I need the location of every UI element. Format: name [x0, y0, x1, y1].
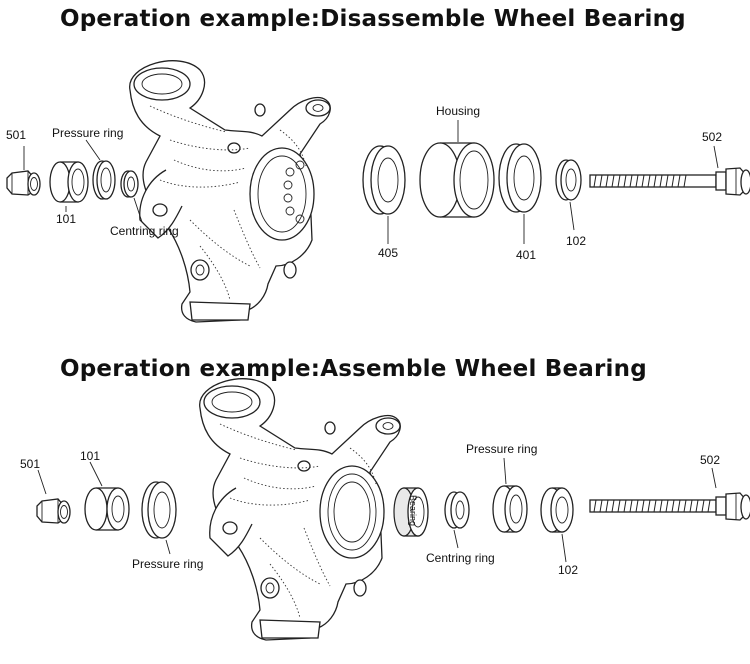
label-502-bottom: 502	[700, 453, 721, 467]
steering-knuckle-top	[129, 60, 331, 323]
label-centring-ring-bottom: Centring ring	[426, 551, 495, 565]
part-502-bolt-bottom	[589, 492, 750, 521]
part-501-nut	[6, 170, 41, 196]
label-405: 405	[378, 246, 399, 260]
label-pressure-ring-bottom-right: Pressure ring	[466, 442, 538, 456]
part-pressure-ring-bottom-right	[492, 485, 528, 533]
part-housing	[419, 142, 495, 218]
label-101-top: 101	[56, 212, 77, 226]
leader-lines-bottom	[37, 457, 717, 563]
part-centring-ring-top	[120, 170, 139, 198]
part-centring-ring-bottom	[444, 491, 470, 529]
part-bearing	[393, 487, 429, 537]
part-501-nut-bottom	[36, 498, 71, 524]
label-502-top: 502	[702, 130, 723, 144]
label-102-top: 102	[566, 234, 587, 248]
part-102-ring-bottom	[540, 487, 574, 533]
disassemble-title: Operation example:Disassemble Wheel Bear…	[60, 6, 686, 32]
assemble-title: Operation example:Assemble Wheel Bearing	[60, 356, 647, 382]
label-pressure-ring-top: Pressure ring	[52, 126, 124, 140]
part-102-ring-top	[555, 159, 582, 201]
label-housing: Housing	[436, 104, 481, 118]
label-centring-ring-top: Centring ring	[110, 224, 179, 238]
label-102-bottom: 102	[558, 563, 579, 577]
part-405-ring	[362, 145, 406, 215]
steering-knuckle-bottom	[199, 378, 401, 641]
label-pressure-ring-bottom-left: Pressure ring	[132, 557, 204, 571]
label-101-bottom: 101	[80, 449, 101, 463]
part-pressure-ring-top	[92, 160, 116, 200]
part-401-ring	[498, 143, 542, 213]
part-101-cup-bottom	[84, 487, 130, 531]
label-bearing: Bearing	[408, 495, 418, 527]
label-501-bottom: 501	[20, 457, 41, 471]
part-502-bolt-top	[589, 167, 750, 196]
part-pressure-ring-bottom-left	[141, 481, 177, 539]
part-101-cup	[49, 161, 89, 203]
label-501-top: 501	[6, 128, 27, 142]
leader-lines-top	[23, 120, 719, 244]
label-401: 401	[516, 248, 537, 262]
